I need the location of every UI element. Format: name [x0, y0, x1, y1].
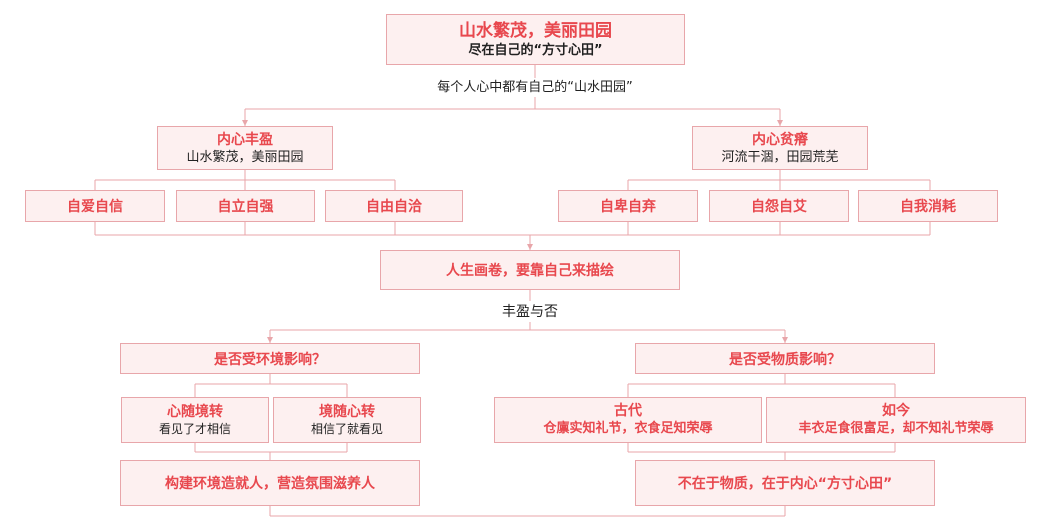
right-branch-subtitle: 河流干涸，田园荒芜	[721, 149, 839, 165]
top-title: 山水繁茂，美丽田园	[459, 20, 612, 41]
caption-top: 每个人心中都有自己的“山水田园”	[395, 79, 675, 97]
right-branch-box: 内心贫瘠 河流干涸，田园荒芜	[692, 126, 868, 170]
mat-option-a-subtitle: 仓廪实知礼节，衣食足知荣辱	[543, 421, 713, 436]
mat-conclusion-box: 不在于物质，在于内心“方寸心田”	[635, 460, 935, 506]
env-conclusion-box: 构建环境造就人，营造氛围滋养人	[120, 460, 420, 506]
left-item-1: 自爱自信	[25, 190, 165, 222]
mat-option-a-title: 古代	[614, 403, 642, 419]
env-option-a-title: 心随境转	[167, 403, 223, 420]
env-option-b-title: 境随心转	[319, 403, 375, 420]
mat-option-b-box: 如今 丰衣足食很富足，却不知礼节荣辱	[766, 397, 1026, 443]
caption-mid: 丰盈与否	[480, 303, 580, 321]
left-branch-box: 内心丰盈 山水繁茂，美丽田园	[157, 126, 333, 170]
right-branch-title: 内心贫瘠	[752, 131, 808, 148]
mat-option-b-title: 如今	[882, 403, 910, 419]
left-branch-title: 内心丰盈	[217, 131, 273, 148]
left-item-3: 自由自洽	[325, 190, 463, 222]
env-option-b-box: 境随心转 相信了就看见	[273, 397, 421, 443]
env-option-a-box: 心随境转 看见了才相信	[121, 397, 269, 443]
mat-option-a-box: 古代 仓廪实知礼节，衣食足知荣辱	[494, 397, 762, 443]
env-option-b-subtitle: 相信了就看见	[310, 421, 383, 436]
right-item-3: 自我消耗	[858, 190, 998, 222]
left-item-2: 自立自强	[176, 190, 315, 222]
left-branch-subtitle: 山水繁茂，美丽田园	[186, 149, 304, 165]
top-subtitle: 尽在自己的“方寸心田”	[468, 42, 603, 58]
mat-question-box: 是否受物质影响？	[635, 343, 935, 374]
mat-option-b-subtitle: 丰衣足食很富足，却不知礼节荣辱	[798, 421, 994, 436]
env-question-box: 是否受环境影响？	[120, 343, 420, 374]
middle-box: 人生画卷，要靠自己来描绘	[380, 250, 680, 290]
env-option-a-subtitle: 看见了才相信	[158, 421, 231, 436]
right-item-1: 自卑自弃	[558, 190, 698, 222]
right-item-2: 自怨自艾	[709, 190, 849, 222]
top-title-box: 山水繁茂，美丽田园 尽在自己的“方寸心田”	[386, 14, 685, 65]
